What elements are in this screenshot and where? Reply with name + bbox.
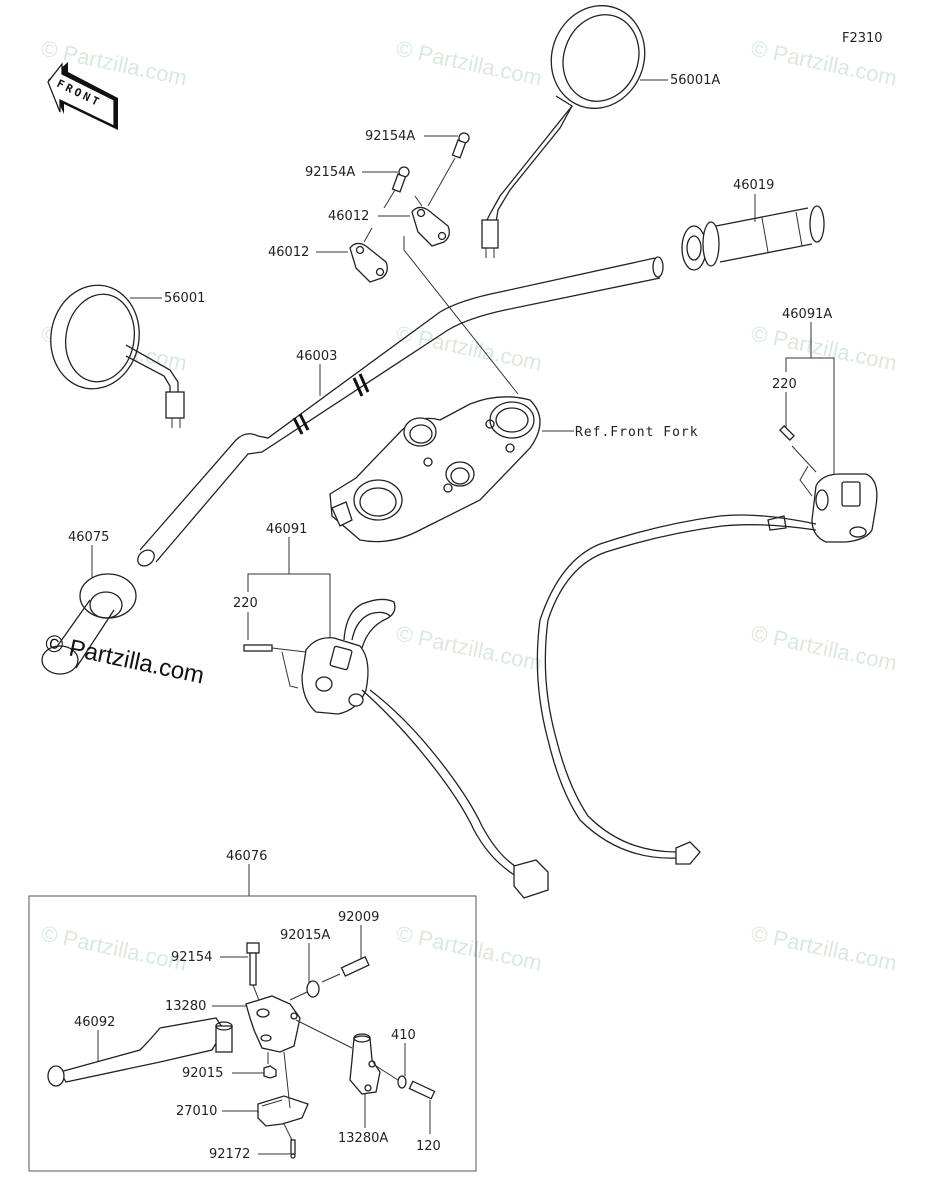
bolt-upper-rear[interactable]	[451, 132, 470, 159]
part-label: 410	[391, 1028, 416, 1043]
watermark: © Partzilla.com	[394, 35, 544, 90]
watermark: © Partzilla.com	[749, 620, 899, 675]
front-arrow-icon: FRONT	[47, 62, 118, 130]
nut-92015a[interactable]	[289, 980, 320, 1001]
screw-left-switch[interactable]	[243, 644, 307, 653]
part-label: 46003	[296, 349, 337, 364]
clamp-13280a[interactable]	[349, 1033, 381, 1095]
part-label: 46012	[328, 209, 369, 224]
part-label: 46091A	[782, 307, 832, 322]
part-label: 220	[772, 377, 797, 392]
part-label: 46076	[226, 849, 267, 864]
left-switch-housing[interactable]	[301, 598, 549, 899]
nut-92015[interactable]	[263, 1052, 277, 1079]
right-mirror[interactable]	[481, 0, 659, 258]
watermark: © Partzilla.com	[394, 620, 544, 675]
clutch-lever-46092[interactable]	[47, 1017, 233, 1087]
screw-92009[interactable]	[321, 956, 370, 983]
upper-triple-clamp[interactable]	[329, 396, 541, 543]
part-label: 92154A	[305, 165, 355, 180]
washer-410[interactable]	[375, 1065, 407, 1089]
bolt-upper-front[interactable]	[391, 166, 410, 193]
part-label: 92154	[171, 950, 212, 965]
handlebar[interactable]	[135, 256, 664, 569]
bolt-120[interactable]	[408, 1080, 436, 1100]
bolt-92154[interactable]	[246, 942, 263, 1009]
watermark-logo: © Partzilla.com	[43, 629, 207, 689]
part-label: 92015	[182, 1066, 223, 1081]
left-mirror[interactable]	[43, 278, 185, 428]
part-label: 56001A	[670, 73, 720, 88]
part-label: 46092	[74, 1015, 115, 1030]
part-label: 56001	[164, 291, 205, 306]
left-grip[interactable]	[41, 573, 137, 675]
lever-holder-13280[interactable]	[245, 995, 353, 1053]
part-label: 92172	[209, 1147, 250, 1162]
part-label: 13280A	[338, 1131, 388, 1146]
throttle-grip[interactable]	[681, 205, 825, 271]
part-label: 46075	[68, 530, 109, 545]
watermark: © Partzilla.com	[749, 320, 899, 375]
part-label: 46019	[733, 178, 774, 193]
part-label: 92154A	[365, 129, 415, 144]
right-switch-housing[interactable]	[536, 473, 878, 865]
watermark: © Partzilla.com	[394, 920, 544, 975]
handlebar-holder-rear[interactable]	[411, 206, 450, 247]
handlebar-holder-front[interactable]	[349, 242, 388, 283]
assembly-box-46076	[28, 895, 477, 1172]
screw-right-switch[interactable]	[779, 425, 817, 473]
part-label: 120	[416, 1139, 441, 1154]
part-label: 46012	[268, 245, 309, 260]
part-label: 46091	[266, 522, 307, 537]
clutch-switch-27010[interactable]	[257, 1051, 309, 1141]
watermark: © Partzilla.com	[749, 920, 899, 975]
part-label: 92015A	[280, 928, 330, 943]
figure-code: F2310	[842, 31, 883, 46]
part-label: 13280	[165, 999, 206, 1014]
part-label: 220	[233, 596, 258, 611]
screw-92172[interactable]	[290, 1139, 296, 1159]
part-label: 27010	[176, 1104, 217, 1119]
part-label: 92009	[338, 910, 379, 925]
watermark: © Partzilla.com	[39, 920, 189, 975]
reference-label: Ref.Front Fork	[575, 425, 699, 440]
